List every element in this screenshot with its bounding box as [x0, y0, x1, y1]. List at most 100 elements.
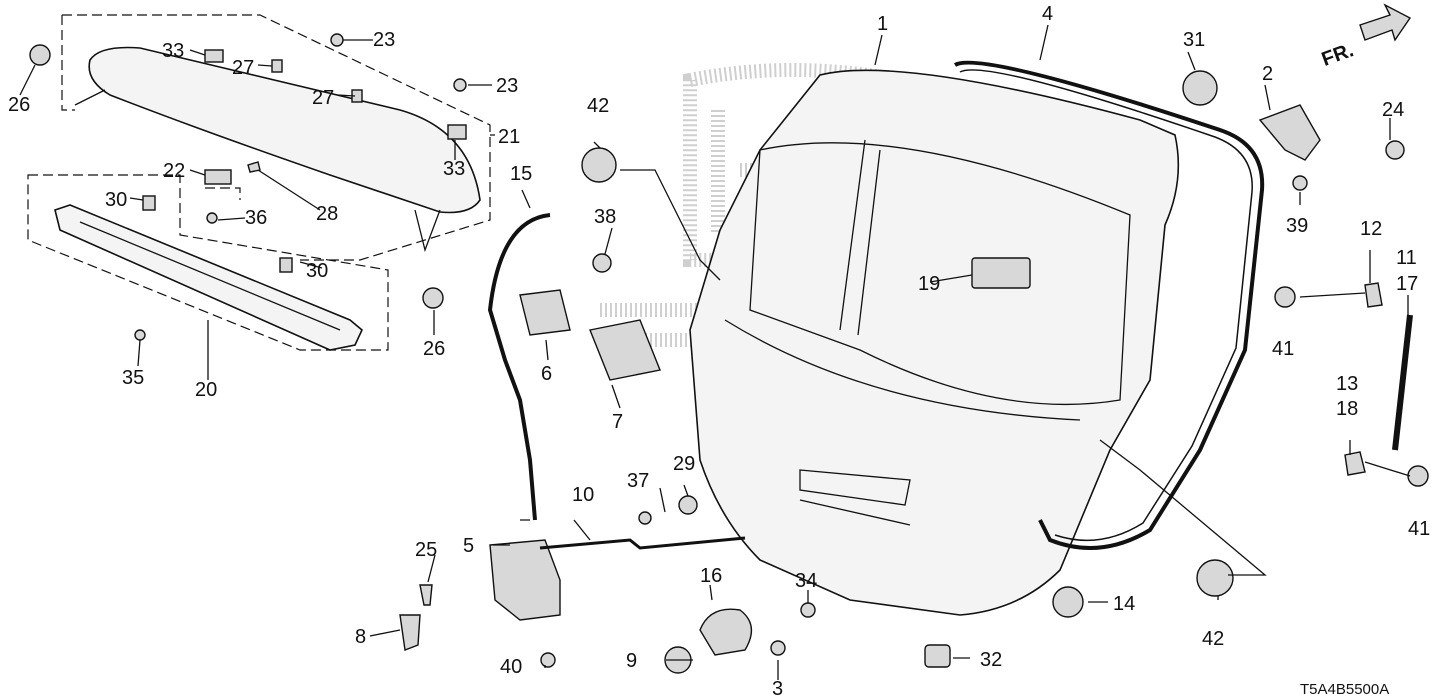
callout-24: 24: [1382, 99, 1404, 121]
clip-23-top: [330, 33, 344, 47]
diagram-code: T5A4B5500A: [1300, 681, 1389, 698]
clip-12: [1364, 282, 1383, 308]
clip-8: [399, 614, 421, 651]
switch: [519, 289, 571, 336]
screw-36: [206, 212, 218, 224]
group-box-21-right: [62, 14, 491, 261]
callout-36: 36: [245, 207, 267, 229]
callout-2: 2: [1262, 63, 1273, 85]
callout-21: 21: [498, 126, 520, 148]
clip-13: [1344, 451, 1366, 476]
callout-30-top: 30: [105, 189, 127, 211]
clip-30-mid: [279, 257, 293, 273]
callout-18: 18: [1336, 398, 1358, 420]
callout-7: 7: [612, 411, 623, 433]
garnish: [54, 204, 363, 351]
bolt-34: [800, 602, 816, 618]
bolt-40: [540, 652, 556, 668]
callout-20: 20: [195, 379, 217, 401]
callout-15: 15: [510, 163, 532, 185]
bolt-41-top: [1274, 286, 1296, 308]
callout-23-mid: 23: [496, 75, 518, 97]
screw-35: [134, 329, 146, 341]
bumper-14: [1052, 586, 1084, 618]
callout-33-mid: 33: [443, 158, 465, 180]
front-direction-label: FR.: [1319, 39, 1357, 71]
group-box-21: [61, 15, 75, 111]
spoiler: [88, 46, 481, 214]
callout-30-mid: 30: [306, 260, 328, 282]
callout-10: 10: [572, 484, 594, 506]
callout-42-bottom: 42: [1202, 628, 1224, 650]
grommet-42-bottom: [1196, 559, 1234, 597]
callout-29: 29: [673, 453, 695, 475]
callout-1: 1: [877, 13, 888, 35]
callout-12: 12: [1360, 218, 1382, 240]
callout-37: 37: [627, 470, 649, 492]
nut-38: [592, 253, 612, 273]
callout-8: 8: [355, 626, 366, 648]
camera: [589, 319, 661, 381]
callout-26-mid: 26: [423, 338, 445, 360]
nut-39: [1292, 175, 1308, 191]
callout-41-top: 41: [1272, 338, 1294, 360]
callout-40: 40: [500, 656, 522, 678]
clip-22: [204, 169, 232, 185]
nut-3: [770, 640, 786, 656]
callout-4: 4: [1042, 3, 1053, 25]
callout-41-bottom: 41: [1408, 518, 1430, 540]
callout-39: 39: [1286, 215, 1308, 237]
weatherstrip: [953, 60, 1265, 550]
grommet-31: [1182, 70, 1218, 106]
callout-27-top: 27: [232, 57, 254, 79]
callout-42-top: 42: [587, 95, 609, 117]
bolt-24: [1385, 140, 1405, 160]
clip-30-top: [142, 195, 156, 211]
callout-3: 3: [772, 678, 783, 699]
clip-33-mid: [447, 124, 467, 140]
callout-22: 22: [163, 160, 185, 182]
callout-17: 17: [1396, 273, 1418, 295]
screw-25: [419, 584, 433, 606]
callout-23-top: 23: [373, 29, 395, 51]
callout-26-top: 26: [8, 94, 30, 116]
callout-35: 35: [122, 367, 144, 389]
callout-9: 9: [626, 650, 637, 672]
clip-23-mid: [453, 78, 467, 92]
latch: [489, 539, 561, 621]
bracket-16: [699, 608, 753, 656]
nut-29: [678, 495, 698, 515]
bolt-41-bottom: [1407, 465, 1429, 487]
callout-labels: 1 2 3 4 5 6 7 8 9 10 11 12 13 14 15 16 1…: [8, 3, 1430, 699]
clip-27-top: [271, 59, 283, 73]
cap-32: [924, 644, 951, 668]
bolt-26-mid: [422, 287, 444, 309]
callout-33-top: 33: [162, 40, 184, 62]
callout-6: 6: [541, 363, 552, 385]
callout-31: 31: [1183, 29, 1205, 51]
callout-11: 11: [1396, 247, 1417, 269]
clip-28: [247, 161, 261, 173]
tailgate-window: [749, 142, 1131, 406]
callout-14: 14: [1113, 593, 1135, 615]
actuator-19: [971, 257, 1031, 289]
callout-25: 25: [415, 539, 437, 561]
callout-34: 34: [795, 570, 817, 592]
grommet-42-top: [581, 147, 617, 183]
screw-37: [638, 511, 652, 525]
bolt-26-top: [29, 44, 51, 66]
bracket-2: [1258, 104, 1321, 161]
callout-32: 32: [980, 649, 1002, 671]
callout-28: 28: [316, 203, 338, 225]
callout-16: 16: [700, 565, 722, 587]
group-box-22: [205, 187, 241, 200]
callout-13: 13: [1336, 373, 1358, 395]
front-direction-arrow-icon: [1359, 3, 1412, 42]
callout-38: 38: [594, 206, 616, 228]
tailgate: [689, 69, 1180, 616]
callout-27-mid: 27: [312, 87, 334, 109]
clip-33-top: [204, 49, 224, 63]
callout-19: 19: [918, 273, 940, 295]
